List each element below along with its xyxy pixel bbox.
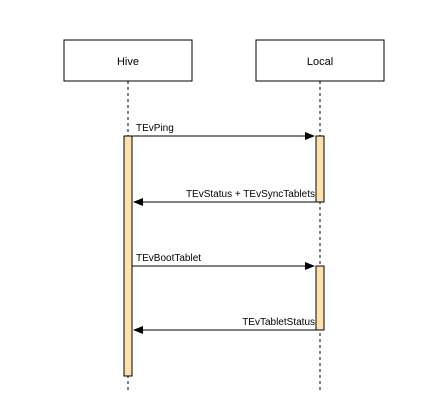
- message-status-sync: TEvStatus + TEvSyncTablets: [133, 189, 316, 206]
- local-activation-bar-2: [315, 265, 325, 331]
- participant-hive[interactable]: Hive: [63, 39, 193, 82]
- message-boot-tablet-label: TEvBootTablet: [136, 253, 201, 264]
- participant-local-box: [255, 39, 385, 82]
- message-ping: TEvPing: [132, 123, 315, 140]
- participant-local-label: Local: [307, 56, 333, 68]
- participant-hive-box: [63, 39, 193, 82]
- participant-local[interactable]: Local: [255, 39, 385, 82]
- message-status-sync-label: TEvStatus + TEvSyncTablets: [186, 189, 315, 200]
- local-activation-bar-1: [315, 135, 325, 203]
- message-ping-label: TEvPing: [136, 123, 174, 134]
- participant-hive-label: Hive: [117, 56, 139, 68]
- message-tablet-status: TEvTabletStatus: [133, 317, 316, 334]
- message-tablet-status-label: TEvTabletStatus: [242, 317, 315, 328]
- hive-activation-bar: [123, 135, 133, 377]
- message-boot-tablet: TEvBootTablet: [132, 253, 315, 270]
